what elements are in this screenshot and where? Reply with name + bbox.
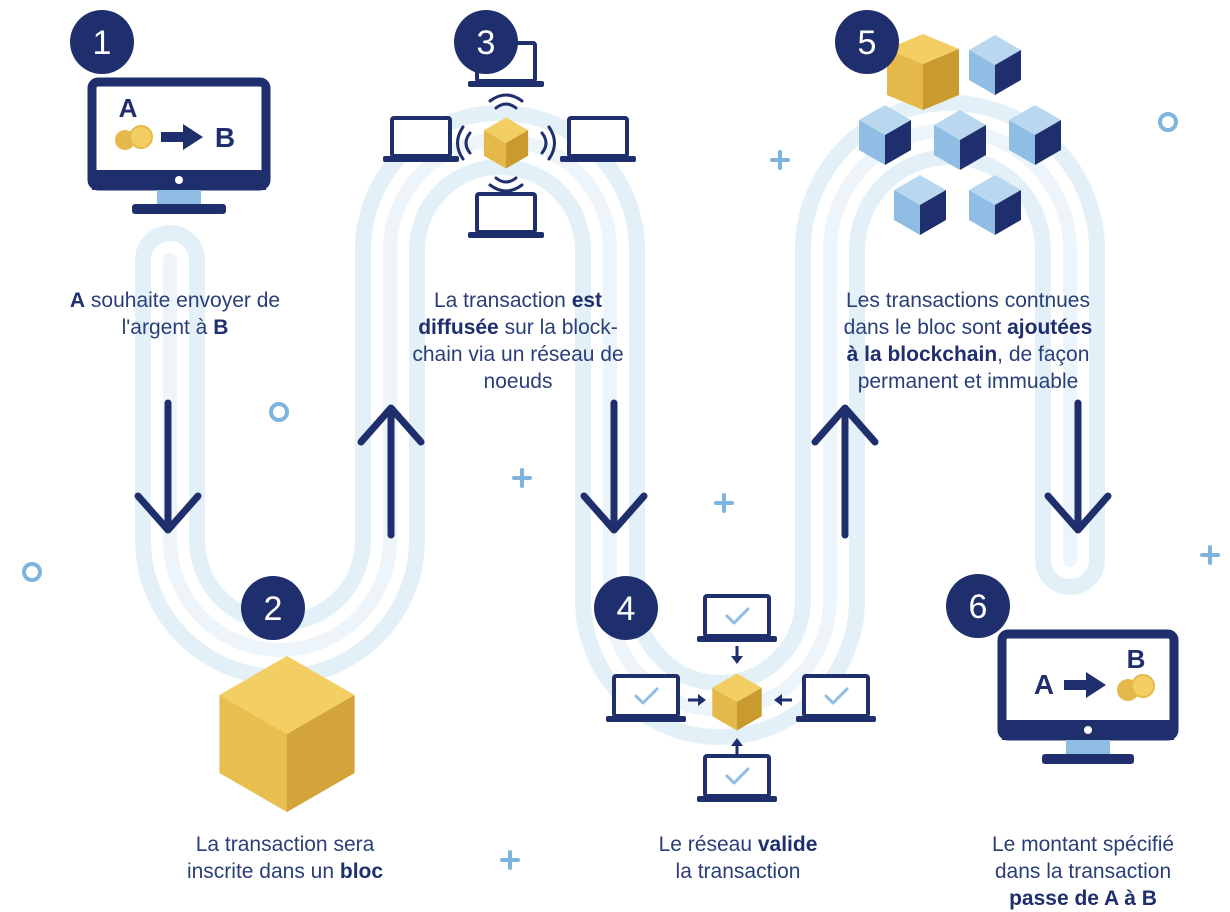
sender-letter: A [119, 93, 138, 123]
ring-decoration-icon [269, 402, 289, 422]
monitor-neck [1066, 740, 1110, 754]
step3-network [381, 41, 638, 240]
coins-icon [115, 125, 153, 150]
svg-text:2: 2 [264, 590, 283, 628]
cube-icon [969, 35, 1021, 95]
monitor-power-dot [175, 176, 183, 184]
caption-emphasis: valide [757, 833, 818, 856]
step1-caption: A souhaite envoyer de l'argent à B [25, 287, 325, 341]
caption-emphasis: A [69, 289, 86, 312]
step5-cube-stack [859, 34, 1061, 235]
step4-validation [604, 594, 878, 804]
laptop-check-icon [695, 594, 779, 644]
caption-text: inscrite dans un [186, 860, 340, 883]
step3-caption: La transaction est diffusée sur la block-… [368, 287, 668, 395]
laptop-check-icon [695, 754, 779, 804]
laptop-icon [381, 116, 461, 164]
step-badge-1: 1 [70, 10, 134, 74]
caption-text: l'argent à [121, 316, 214, 339]
caption-text: , de façon [997, 343, 1090, 366]
transfer-arrow-icon [161, 124, 203, 150]
caption-emphasis: B [213, 316, 229, 339]
caption-text: chain via un réseau de [412, 343, 624, 366]
caption-text: Le réseau [658, 833, 758, 856]
caption-text: dans la transaction [994, 860, 1172, 883]
step4-caption: Le réseau valide la transaction [588, 831, 888, 885]
svg-text:3: 3 [477, 24, 496, 62]
step1-monitor: A B [87, 77, 271, 214]
laptop-icon [558, 116, 638, 164]
sender-letter: A [1034, 669, 1054, 700]
step-badge-6: 6 [946, 574, 1010, 638]
laptop-check-icon [794, 674, 878, 724]
caption-text: Les transactions contnues [846, 289, 1090, 312]
ring-decoration-icon [22, 562, 42, 582]
caption-emphasis: est [571, 289, 603, 312]
monitor-stand [132, 204, 226, 214]
plus-decoration-icon [500, 850, 520, 870]
caption-emphasis: passe de A à B [1009, 887, 1157, 910]
transfer-arrow-icon [1064, 672, 1106, 698]
caption-text: sur la block- [498, 316, 618, 339]
laptop-icon [466, 192, 546, 240]
coins-icon [1117, 674, 1155, 701]
step-badge-4: 4 [594, 576, 658, 640]
svg-text:6: 6 [969, 588, 988, 626]
step6-caption: Le montant spécifié dans la transaction pa… [933, 831, 1230, 912]
step5-caption: Les transactions contnues dans le bloc so… [803, 287, 1133, 395]
cube-icon [894, 175, 946, 235]
plus-decoration-icon [770, 150, 790, 170]
cube-icon [712, 673, 762, 731]
plus-decoration-icon [1200, 545, 1220, 565]
receiver-letter: B [215, 122, 235, 153]
svg-text:5: 5 [858, 24, 877, 62]
step6-monitor: A B [997, 629, 1179, 764]
gold-block-icon [887, 34, 959, 110]
caption-text: permanent et immuable [857, 370, 1079, 393]
caption-emphasis: ajoutées [1007, 316, 1093, 339]
receiver-letter: B [1127, 644, 1146, 674]
step2-caption: La transaction sera inscrite dans un bloc [135, 831, 435, 885]
caption-text: La transaction sera [195, 833, 375, 856]
step-badge-5: 5 [835, 10, 899, 74]
plus-decoration-icon [512, 468, 532, 488]
svg-text:4: 4 [617, 590, 636, 628]
caption-text: dans le bloc sont [843, 316, 1008, 339]
caption-emphasis: diffusée [418, 316, 499, 339]
monitor-power-dot [1084, 726, 1092, 734]
inbound-arrows-icon [688, 646, 792, 755]
caption-emphasis: bloc [339, 860, 384, 883]
caption-text: La transaction [433, 289, 572, 312]
monitor-neck [157, 190, 201, 204]
caption-text: souhaite envoyer de [85, 289, 281, 312]
monitor-stand [1042, 754, 1134, 764]
caption-text: la transaction [675, 860, 801, 883]
wifi-signal-icon [456, 93, 556, 193]
laptop-check-icon [604, 674, 688, 724]
step-badge-2: 2 [241, 576, 305, 640]
step-badge-3: 3 [454, 10, 518, 74]
plus-decoration-icon [714, 493, 734, 513]
caption-emphasis: à la blockchain [846, 343, 998, 366]
step2-block-icon [219, 656, 355, 812]
caption-text: Le montant spécifié [991, 833, 1175, 856]
svg-text:1: 1 [93, 24, 112, 62]
caption-text: noeuds [483, 370, 553, 393]
ring-decoration-icon [1158, 112, 1178, 132]
